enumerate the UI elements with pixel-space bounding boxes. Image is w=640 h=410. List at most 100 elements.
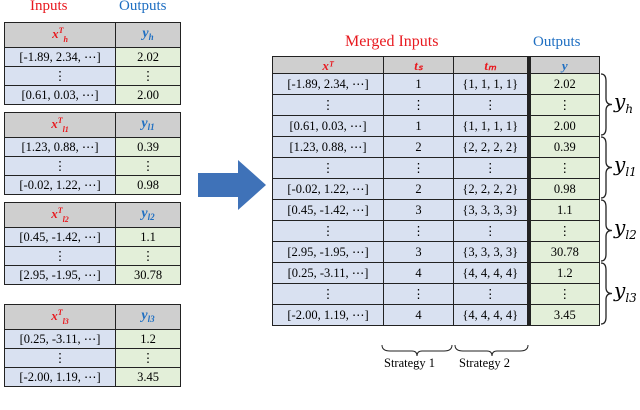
tm-cell: {2, 2, 2, 2} xyxy=(453,136,529,158)
tm-cell: {4, 4, 4, 4} xyxy=(453,262,529,284)
output-header: yh xyxy=(115,22,181,48)
x-cell: [2.95, -1.95, ⋯] xyxy=(272,241,384,263)
input-cell: [2.95, -1.95, ⋯] xyxy=(4,264,116,285)
input-cell: [0.45, -1.42, ⋯] xyxy=(4,226,116,247)
inputs-label: Inputs xyxy=(30,0,68,14)
y-cell: 1.2 xyxy=(526,262,600,284)
ts-cell: 3 xyxy=(383,199,454,221)
ts-cell: 2 xyxy=(383,178,454,200)
merged-outputs-label: Outputs xyxy=(533,34,581,50)
header-ts: tₛ xyxy=(383,56,454,74)
tm-cell: ⋮ xyxy=(453,220,529,242)
table-row: ⋮⋮⋮⋮ xyxy=(272,94,600,116)
input-cell: ⋮ xyxy=(4,155,116,176)
ts-cell: 2 xyxy=(383,136,454,158)
output-cell: ⋮ xyxy=(115,65,181,86)
strategy-brackets xyxy=(381,344,529,357)
output-cell: 0.39 xyxy=(115,136,181,157)
output-header: yl3 xyxy=(115,304,181,330)
merged-inputs-label: Merged Inputs xyxy=(345,33,439,50)
x-cell: [1.23, 0.88, ⋯] xyxy=(272,136,384,158)
x-cell: ⋮ xyxy=(272,283,384,305)
table-row: [0.45, -1.42, ⋯]3{3, 3, 3, 3}1.1 xyxy=(272,199,600,221)
y-cell: ⋮ xyxy=(526,94,600,116)
input-cell: [0.25, -3.11, ⋯] xyxy=(4,328,116,349)
output-cell: 1.1 xyxy=(115,226,181,247)
table-row: ⋮⋮ xyxy=(4,155,181,176)
y-cell: 3.45 xyxy=(526,304,600,326)
input-header: xTh xyxy=(4,22,116,48)
tm-cell: {1, 1, 1, 1} xyxy=(453,115,529,137)
group-label: yl3 xyxy=(614,277,637,305)
merged-table: xᵀ tₛ tₘ y [-1.89, 2.34, ⋯]1{1, 1, 1, 1}… xyxy=(272,56,600,326)
input-cell: ⋮ xyxy=(4,245,116,266)
input-header: xTl2 xyxy=(4,202,116,228)
arrow-icon xyxy=(198,160,266,210)
output-cell: 0.98 xyxy=(115,174,181,195)
ts-cell: ⋮ xyxy=(383,220,454,242)
ts-cell: 1 xyxy=(383,115,454,137)
table-row: [-1.89, 2.34, ⋯]1{1, 1, 1, 1}2.02 xyxy=(272,73,600,95)
x-cell: [0.61, 0.03, ⋯] xyxy=(272,115,384,137)
x-cell: [-0.02, 1.22, ⋯] xyxy=(272,178,384,200)
x-cell: [-1.89, 2.34, ⋯] xyxy=(272,73,384,95)
output-cell: 30.78 xyxy=(115,264,181,285)
output-cell: 2.00 xyxy=(115,84,181,105)
input-cell: ⋮ xyxy=(4,347,116,368)
tm-cell: {3, 3, 3, 3} xyxy=(453,241,529,263)
table-row: [0.61, 0.03, ⋯]2.00 xyxy=(4,84,181,105)
header-y: y xyxy=(526,56,600,74)
table-row: ⋮⋮ xyxy=(4,347,181,368)
tm-cell: {3, 3, 3, 3} xyxy=(453,199,529,221)
merged-header-row: xᵀ tₛ tₘ y xyxy=(272,56,600,74)
ts-cell: 1 xyxy=(383,73,454,95)
table-row: [-0.02, 1.22, ⋯]2{2, 2, 2, 2}0.98 xyxy=(272,178,600,200)
ts-cell: ⋮ xyxy=(383,283,454,305)
y-cell: ⋮ xyxy=(526,283,600,305)
output-cell: 2.02 xyxy=(115,46,181,67)
output-cell: 1.2 xyxy=(115,328,181,349)
group-brace xyxy=(600,262,613,325)
table-row: [-1.89, 2.34, ⋯]2.02 xyxy=(4,46,181,67)
group-label: yl1 xyxy=(614,151,637,179)
ts-cell: 3 xyxy=(383,241,454,263)
tm-cell: ⋮ xyxy=(453,283,529,305)
y-cell: 0.39 xyxy=(526,136,600,158)
x-cell: [-2.00, 1.19, ⋯] xyxy=(272,304,384,326)
ts-cell: ⋮ xyxy=(383,94,454,116)
input-cell: ⋮ xyxy=(4,65,116,86)
input-cell: [0.61, 0.03, ⋯] xyxy=(4,84,116,105)
group-brace xyxy=(600,73,613,136)
group-label: yl2 xyxy=(614,214,637,242)
table-row: [1.23, 0.88, ⋯]2{2, 2, 2, 2}0.39 xyxy=(272,136,600,158)
group-label: yh xyxy=(614,88,634,116)
table-row: [-2.00, 1.19, ⋯]4{4, 4, 4, 4}3.45 xyxy=(272,304,600,326)
table-row: [2.95, -1.95, ⋯]30.78 xyxy=(4,264,181,285)
table-row: [0.61, 0.03, ⋯]1{1, 1, 1, 1}2.00 xyxy=(272,115,600,137)
table-row: ⋮⋮⋮⋮ xyxy=(272,283,600,305)
y-cell: 2.02 xyxy=(526,73,600,95)
input-cell: [-0.02, 1.22, ⋯] xyxy=(4,174,116,195)
input-header: xTl3 xyxy=(4,304,116,330)
x-cell: ⋮ xyxy=(272,157,384,179)
x-cell: [0.25, -3.11, ⋯] xyxy=(272,262,384,284)
output-cell: 3.45 xyxy=(115,366,181,387)
output-header: yl1 xyxy=(115,112,181,138)
table-row: [0.25, -3.11, ⋯]1.2 xyxy=(4,328,181,349)
table-row: [-0.02, 1.22, ⋯]0.98 xyxy=(4,174,181,195)
y-cell: 1.1 xyxy=(526,199,600,221)
group-brace xyxy=(600,199,613,262)
output-cell: ⋮ xyxy=(115,245,181,266)
tm-cell: {2, 2, 2, 2} xyxy=(453,178,529,200)
table-row: [-2.00, 1.19, ⋯]3.45 xyxy=(4,366,181,387)
x-cell: ⋮ xyxy=(272,220,384,242)
strategy-2-label: Strategy 2 xyxy=(459,356,511,370)
tm-cell: ⋮ xyxy=(453,94,529,116)
